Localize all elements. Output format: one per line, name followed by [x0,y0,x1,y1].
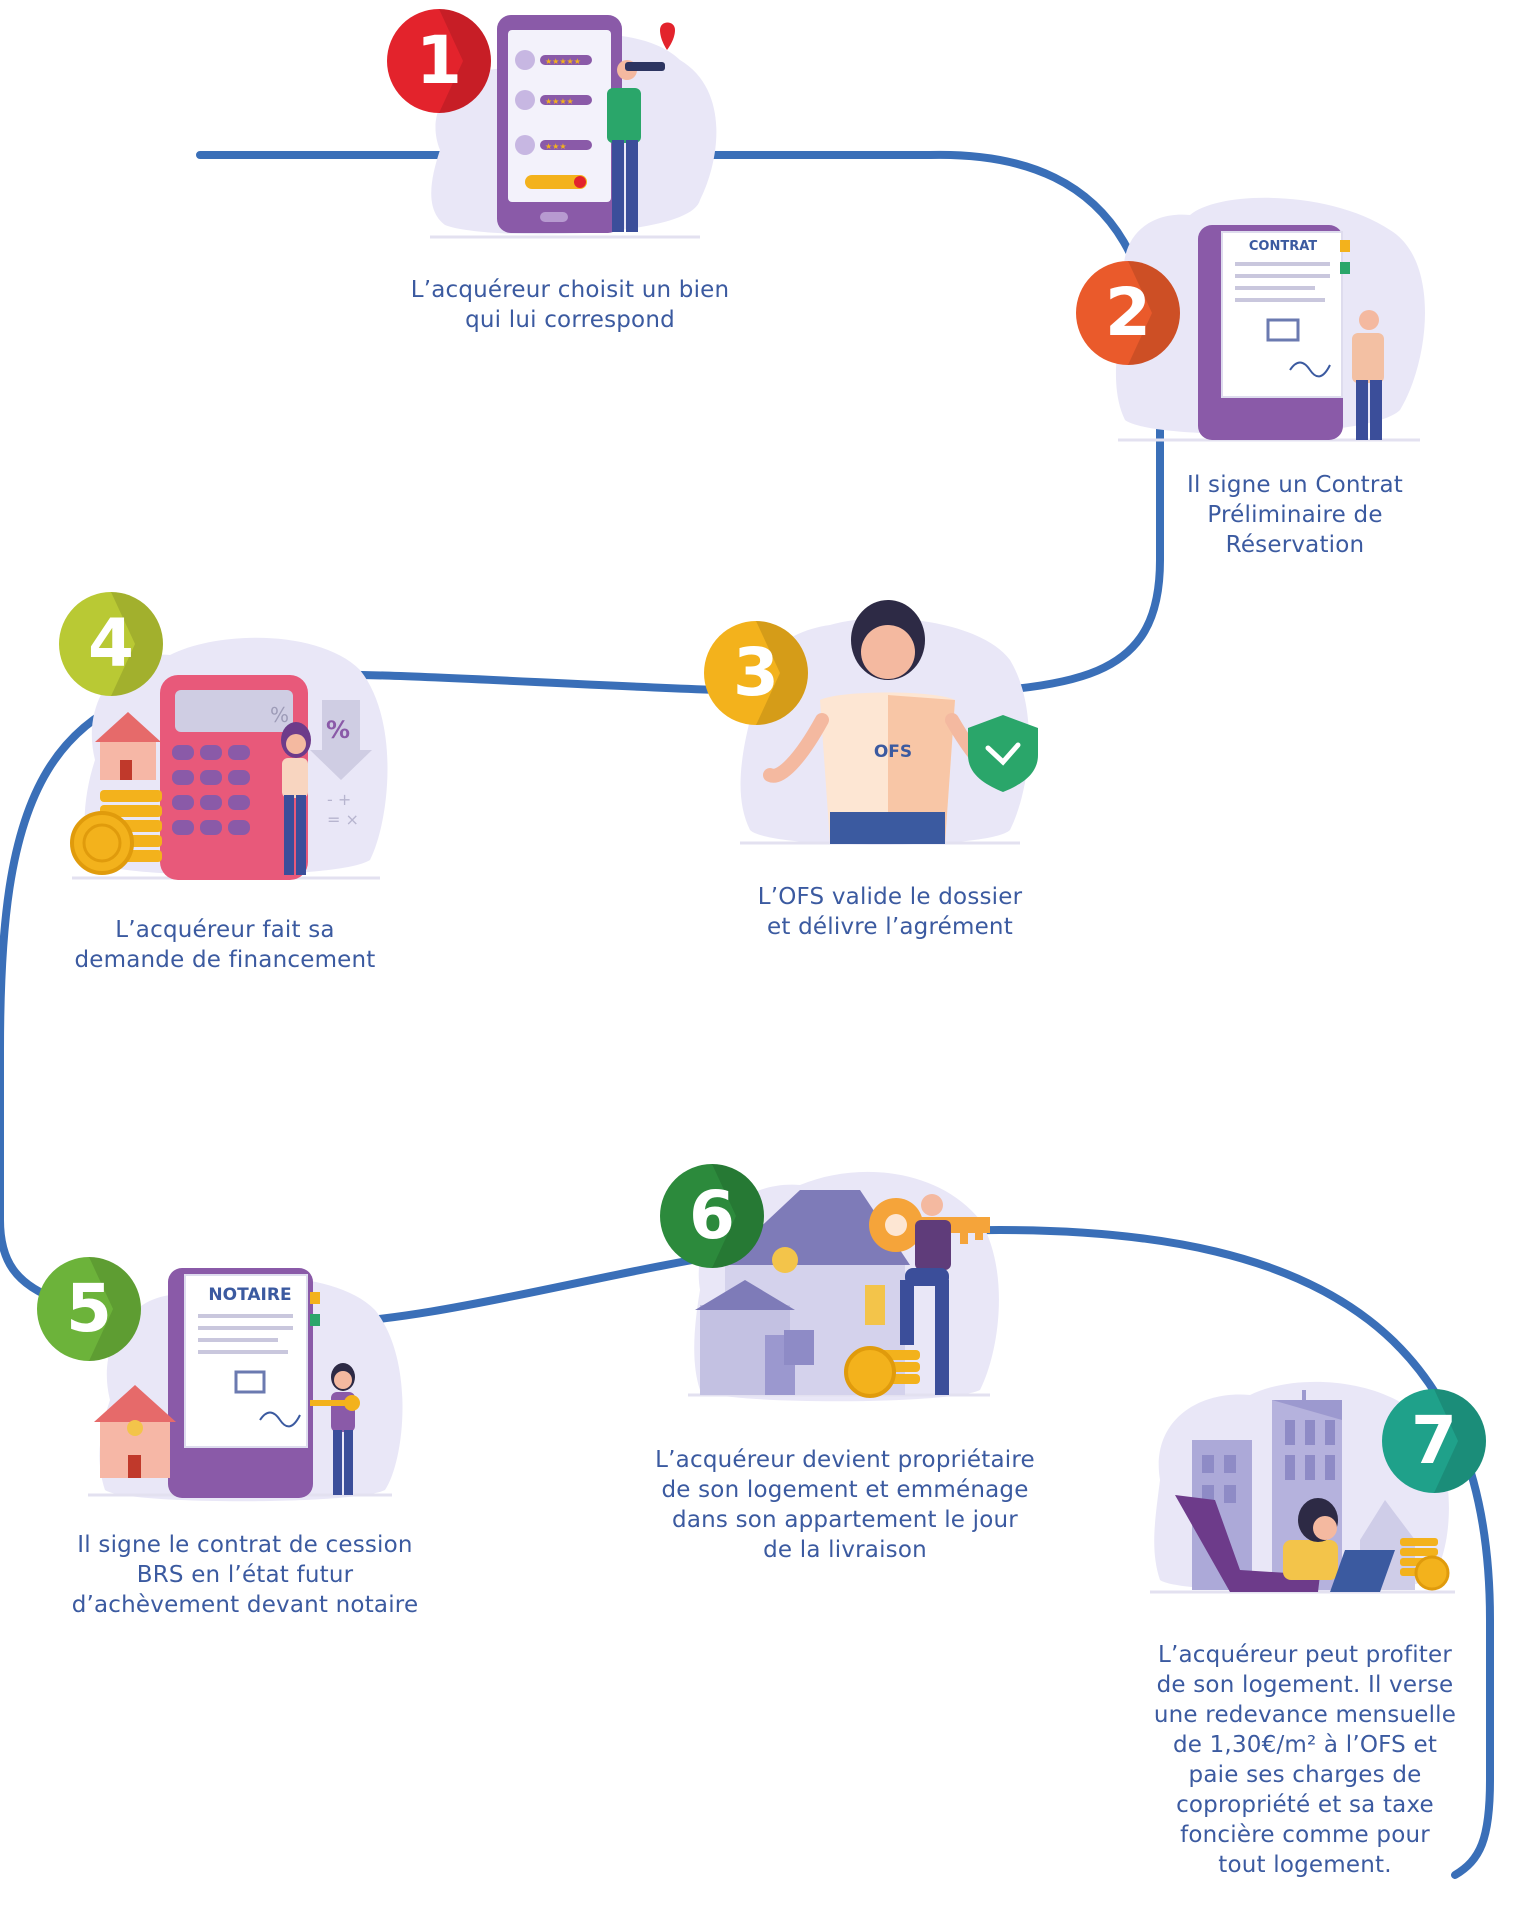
step-1-text: L’acquéreur choisit un bien qui lui corr… [370,275,770,335]
step-4-line: L’acquéreur fait sa [115,917,335,943]
step-5-badge: 5 [37,1257,141,1361]
step-3-badge: 3 [704,621,808,725]
step-6-badge: 6 [660,1164,764,1268]
step-2-line: Préliminaire de [1207,502,1383,528]
step-1-number: 1 [416,22,462,99]
step-5-number: 5 [66,1270,112,1347]
phone-search-illustration: ★★★★★ ★★★★ ★★★ [430,15,717,239]
step-6-text: L’acquéreur devient propriétaire de son … [620,1445,1070,1565]
notary-title: NOTAIRE [208,1285,291,1305]
step-3-line: et délivre l’agrément [767,914,1013,940]
contract-title: CONTRAT [1249,239,1317,254]
contract-illustration: CONTRAT [1115,197,1425,442]
step-2-line: Il signe un Contrat [1186,472,1404,498]
step-3-line: L’OFS valide le dossier [757,884,1023,910]
svg-text:★★★★: ★★★★ [545,97,574,106]
ofs-agent-illustration: OFS [740,600,1038,845]
step-7-line: de son logement. Il verse [1156,1672,1454,1698]
svg-text:- +: - + [327,790,351,809]
step-2-number: 2 [1105,274,1151,351]
step-7-line: paie ses charges de [1188,1762,1422,1788]
step-3-number: 3 [733,634,779,711]
step-4-text: L’acquéreur fait sa demande de financeme… [60,915,390,975]
step-5-text: Il signe le contrat de cession BRS en l’… [55,1530,435,1620]
svg-text:★★★★★: ★★★★★ [545,57,581,66]
step-7-line: foncière comme pour [1180,1822,1430,1848]
step-4-line: demande de financement [74,947,376,973]
step-7-line: copropriété et sa taxe [1176,1792,1434,1818]
step-3-text: L’OFS valide le dossier et délivre l’agr… [730,882,1050,942]
step-6-number: 6 [689,1177,735,1254]
step-7-line: une redevance mensuelle [1153,1702,1457,1728]
step-7-line: tout logement. [1218,1852,1392,1878]
step-5-line: d’achèvement devant notaire [71,1592,419,1618]
notary-illustration: NOTAIRE [88,1268,403,1502]
step-5-line: BRS en l’état futur [136,1562,354,1588]
step-4-number: 4 [88,605,134,682]
step-6-line: L’acquéreur devient propriétaire [655,1447,1035,1473]
step-2-badge: 2 [1076,261,1180,365]
step-6-line: dans son appartement le jour [672,1507,1018,1533]
step-6-line: de son logement et emménage [661,1477,1029,1503]
step-7-badge: 7 [1382,1389,1486,1493]
step-2-line: Réservation [1225,532,1365,558]
step-2-text: Il signe un Contrat Préliminaire de Rése… [1130,470,1460,560]
step-7-line: L’acquéreur peut profiter [1157,1642,1453,1668]
step-7-line: de 1,30€/m² à l’OFS et [1172,1732,1438,1758]
relax-home-illustration [1150,1381,1455,1594]
svg-text:★★★: ★★★ [545,142,567,151]
step-4-badge: 4 [59,592,163,696]
step-7-text: L’acquéreur peut profiter de son logemen… [1135,1640,1475,1880]
step-7-number: 7 [1411,1402,1457,1479]
step-6-line: de la livraison [763,1537,927,1563]
svg-text:= ×: = × [327,810,359,829]
step-5-line: Il signe le contrat de cession [77,1532,413,1558]
house-key-illustration [688,1171,999,1402]
step-1-line: qui lui correspond [465,307,675,333]
journey-path-line [0,150,1494,1879]
svg-text:%: % [326,716,350,744]
step-1-line: L’acquéreur choisit un bien [410,277,730,303]
calculator-illustration: % % - + = × [70,637,388,880]
step-1-badge: 1 [387,9,491,113]
svg-text:%: % [270,703,289,727]
ofs-shirt-label: OFS [874,742,912,762]
